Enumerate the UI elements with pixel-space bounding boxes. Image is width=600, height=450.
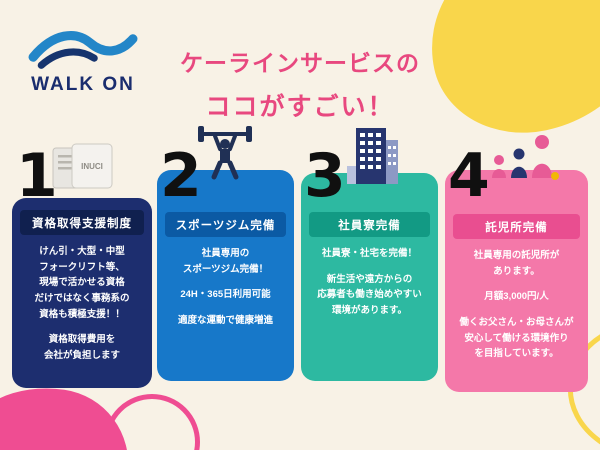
card-paragraph: 社員寮・社宅を完備！	[321, 248, 417, 259]
card-paragraph: 適度な運動で健康増進	[177, 315, 273, 327]
card-title-banner: 資格取得支援制度	[20, 210, 144, 235]
documents-folder-icon: INUCI	[52, 143, 113, 189]
card-paragraph: 社員専用の託児所が あります。	[473, 250, 560, 277]
walkon-logo-text: WALK ON	[31, 74, 135, 95]
card-paragraph: 社員専用の スポーツジム完備！	[182, 248, 269, 275]
card-number-3: 3	[304, 141, 346, 211]
card-paragraph: 資格取得費用を 会社が負担します	[43, 334, 120, 362]
card-body: けん引・大型・中型 フォークリフト等、 現場で活かせる資格 だけではなく事務系の…	[12, 235, 152, 380]
card-body: 社員寮・社宅を完備！ 新生活や遠方からの 応募者も働き始めやすい 環境があります…	[301, 237, 438, 335]
card-paragraph: 新生活や遠方からの 応募者も働き始めやすい 環境があります。	[317, 273, 422, 317]
weightlifter-icon	[198, 126, 252, 180]
card-title-banner: 社員寮完備	[309, 212, 430, 237]
card-title-banner: スポーツジム完備	[165, 212, 286, 237]
building-icon	[347, 128, 398, 184]
folder-label: INUCI	[81, 162, 103, 171]
card-paragraph: 働くお父さん・お母さんが 安心して働ける環境作り を目指しています。	[459, 317, 574, 360]
walkon-wave-icon	[28, 31, 138, 69]
card-number-1: 1	[16, 141, 58, 211]
card-body: 社員専用の託児所が あります。 月額3,000円/人 働くお父さん・お母さんが …	[445, 239, 588, 378]
card-paragraph: けん引・大型・中型 フォークリフト等、 現場で活かせる資格 だけではなく事務系の…	[34, 246, 130, 320]
card-daycare: 託児所完備 社員専用の託児所が あります。 月額3,000円/人 働くお父さん・…	[445, 170, 588, 392]
card-qualification-support: 資格取得支援制度 けん引・大型・中型 フォークリフト等、 現場で活かせる資格 だ…	[12, 198, 152, 388]
family-childcare-icon	[492, 135, 559, 180]
card-paragraph: 24H・365日利用可能	[180, 289, 271, 301]
title-line-1: ケーラインサービスの	[180, 50, 420, 76]
page-title: ケーラインサービスの ココがすごい！	[138, 44, 462, 123]
title-line-2: ココがすごい！	[205, 93, 395, 121]
card-title-banner: 託児所完備	[453, 214, 580, 239]
card-body: 社員専用の スポーツジム完備！ 24H・365日利用可能 適度な運動で健康増進	[157, 237, 294, 345]
card-paragraph: 月額3,000円/人	[484, 291, 549, 303]
card-employee-dormitory: 社員寮完備 社員寮・社宅を完備！ 新生活や遠方からの 応募者も働き始めやすい 環…	[301, 173, 438, 381]
card-sports-gym: スポーツジム完備 社員専用の スポーツジム完備！ 24H・365日利用可能 適度…	[157, 170, 294, 381]
card-number-2: 2	[160, 141, 202, 211]
walkon-logo: WALK ON	[22, 26, 144, 96]
card-number-4: 4	[448, 141, 490, 211]
